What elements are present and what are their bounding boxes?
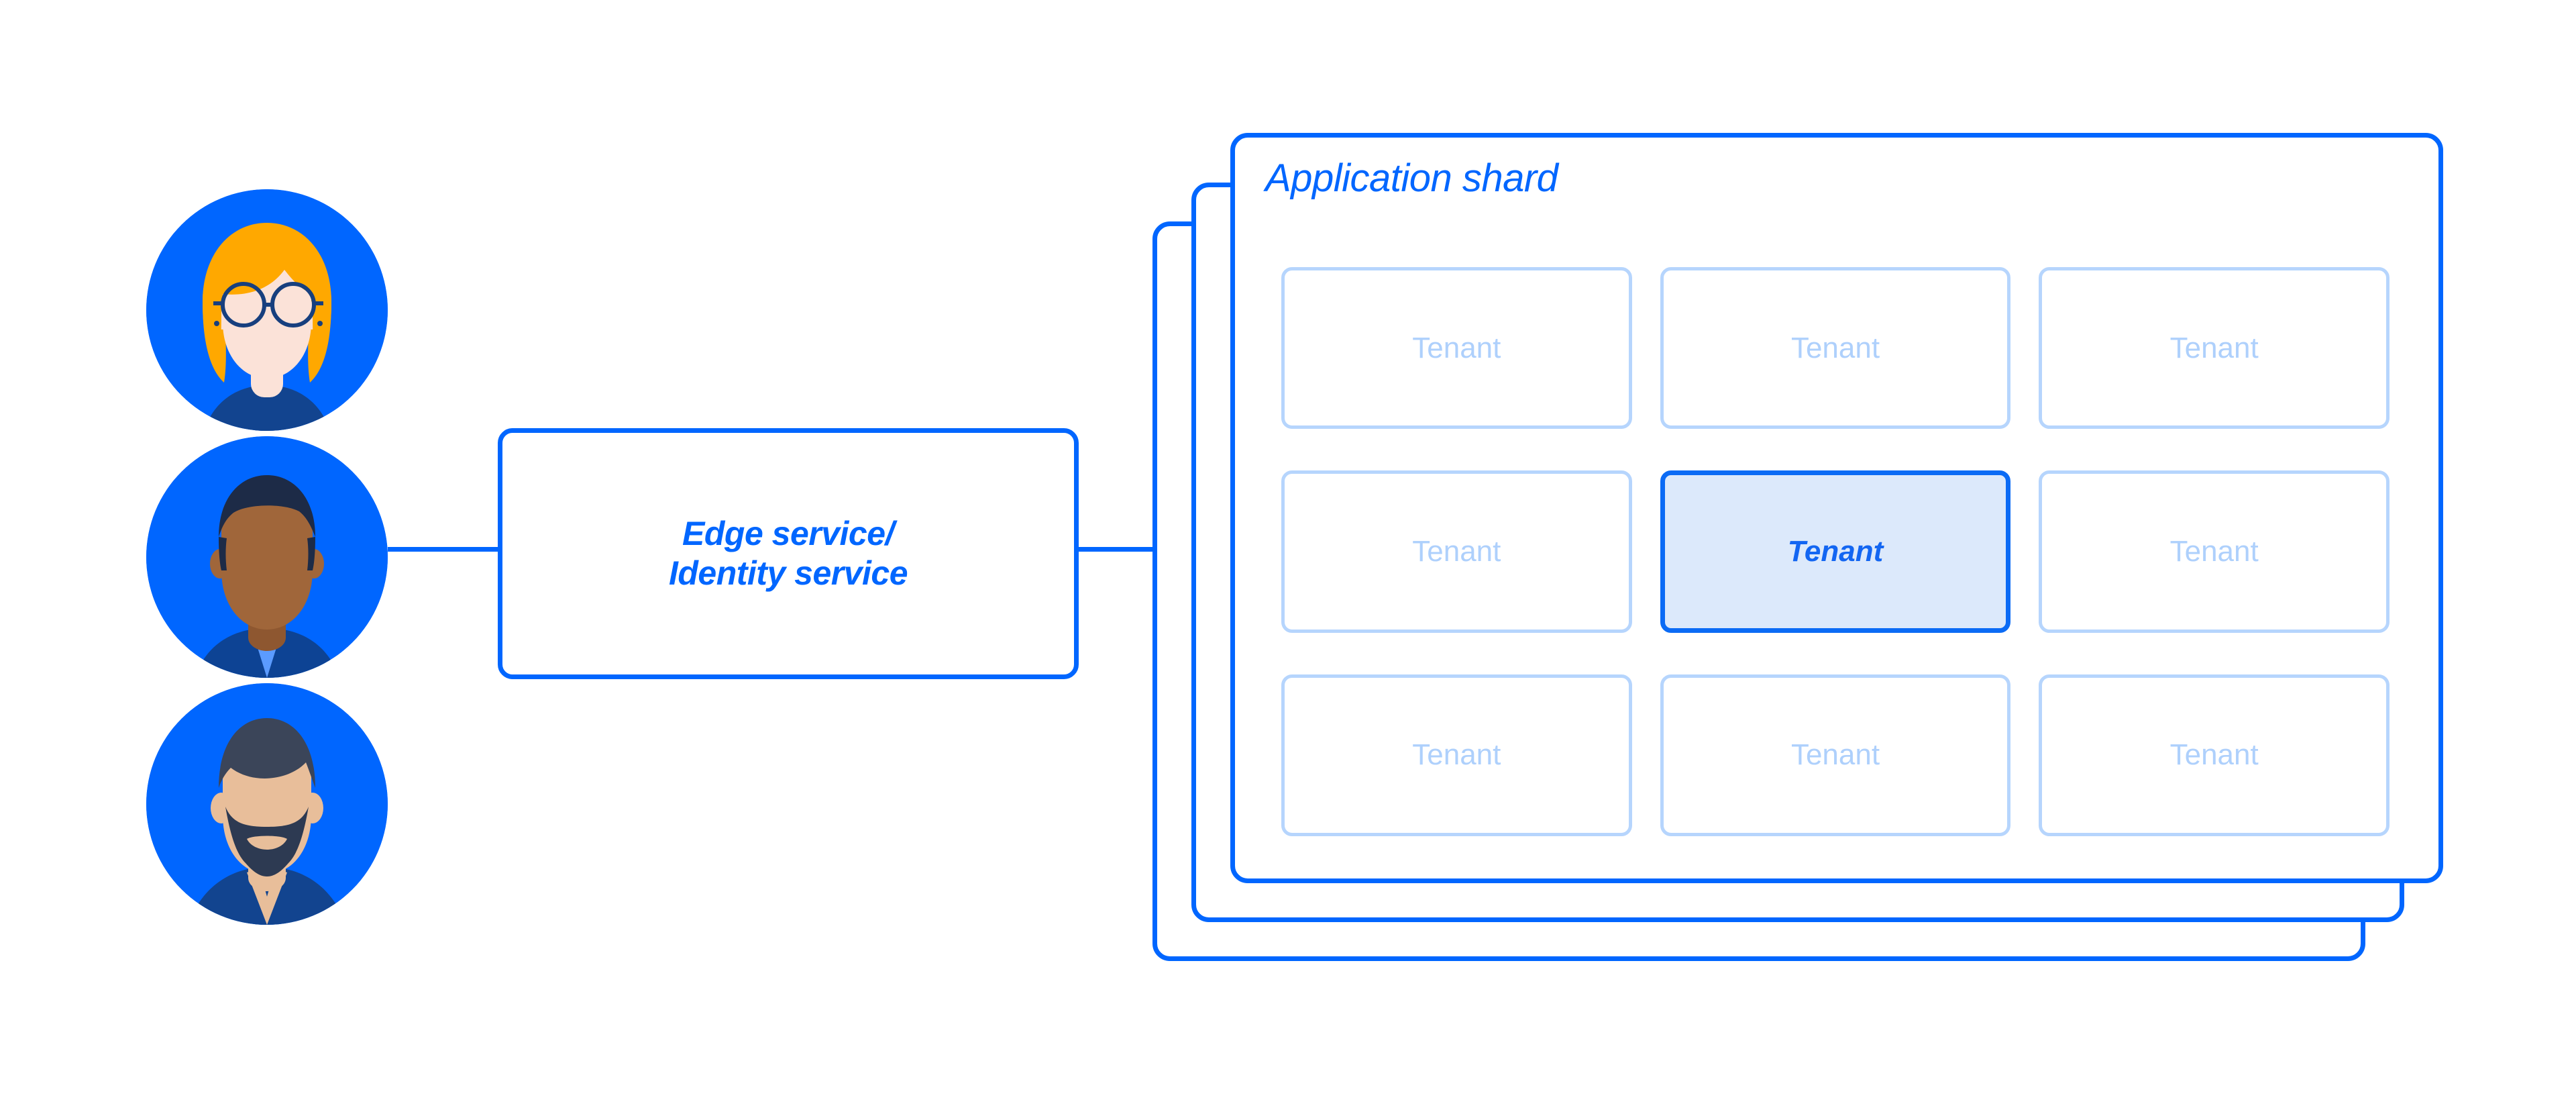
tenant-label: Tenant: [2169, 534, 2259, 568]
tenant-label: Tenant: [1790, 331, 1880, 364]
tenant-cell-8[interactable]: Tenant: [1660, 674, 2011, 836]
connector-edge-to-shard: [1079, 547, 1158, 552]
tenant-label: Tenant: [2169, 738, 2259, 772]
avatar-man-short-hair-art: [146, 436, 388, 678]
tenant-label: Tenant: [1412, 534, 1501, 568]
tenant-cell-5-active[interactable]: Tenant: [1660, 470, 2011, 633]
tenant-cell-4[interactable]: Tenant: [1281, 470, 1632, 633]
tenant-cell-6[interactable]: Tenant: [2039, 470, 2390, 633]
avatar-man-short-hair: [146, 436, 388, 678]
avatar-bearded-man: [146, 683, 388, 925]
avatar-woman-with-glasses-art: [146, 189, 388, 431]
tenant-cell-7[interactable]: Tenant: [1281, 674, 1632, 836]
shard-title: Application shard: [1265, 156, 1558, 200]
tenant-cell-9[interactable]: Tenant: [2039, 674, 2390, 836]
avatar-woman-with-glasses: [146, 189, 388, 431]
tenant-label: Tenant: [1787, 534, 1884, 568]
edge-identity-service-box[interactable]: Edge service/ Identity service: [498, 428, 1079, 679]
tenant-label: Tenant: [1790, 738, 1880, 772]
tenant-cell-2[interactable]: Tenant: [1660, 267, 2011, 430]
tenant-cell-1[interactable]: Tenant: [1281, 267, 1632, 430]
tenant-grid: Tenant Tenant Tenant Tenant Tenant Tenan…: [1281, 267, 2390, 836]
edge-identity-service-label: Edge service/ Identity service: [668, 515, 908, 592]
tenant-label: Tenant: [1412, 331, 1501, 364]
tenant-cell-3[interactable]: Tenant: [2039, 267, 2390, 430]
connector-users-to-edge: [388, 547, 500, 552]
avatar-bearded-man-art: [146, 683, 388, 925]
tenant-label: Tenant: [2169, 331, 2259, 364]
tenant-label: Tenant: [1412, 738, 1501, 772]
